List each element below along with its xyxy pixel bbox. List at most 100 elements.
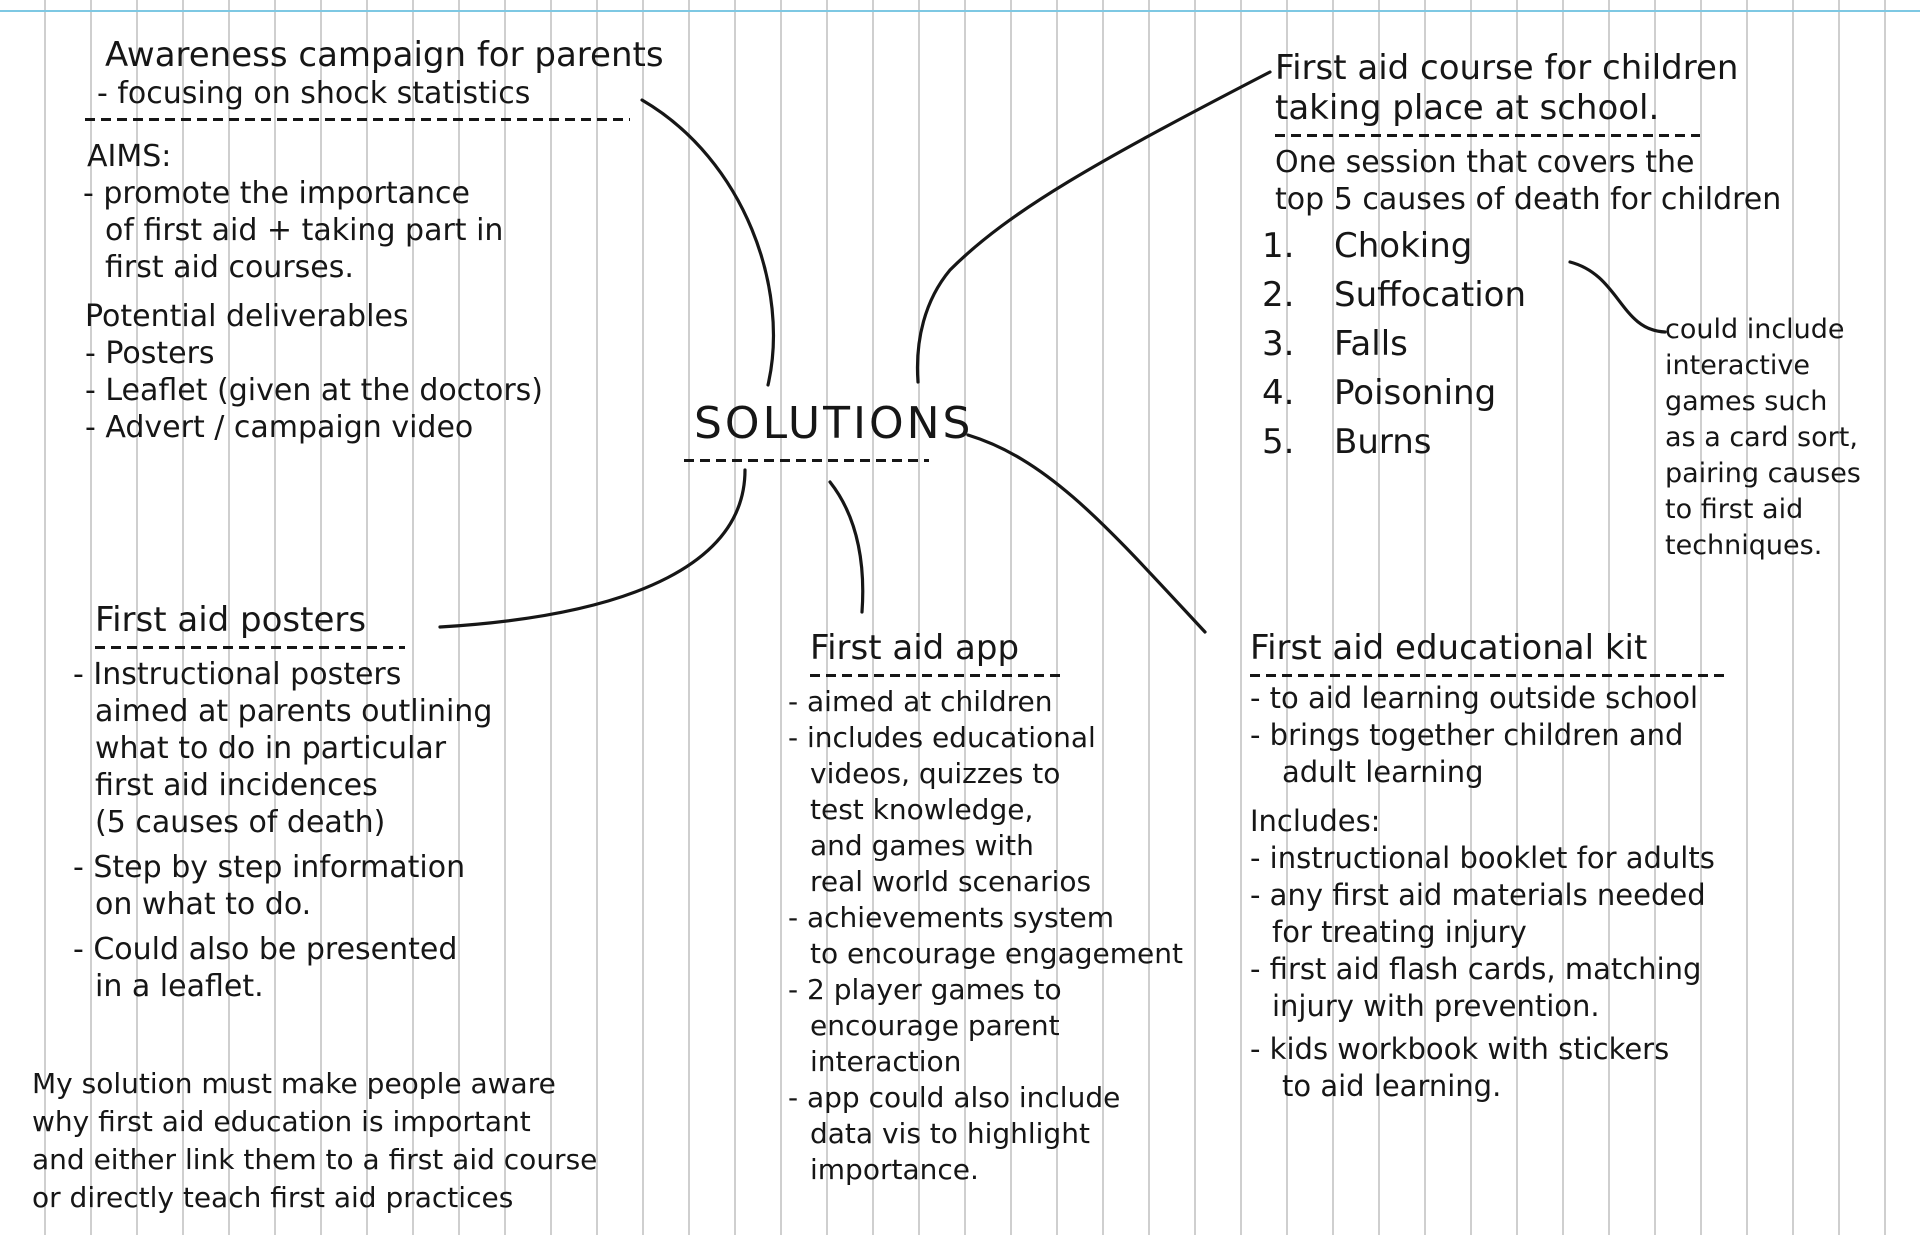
connector-posters — [438, 468, 747, 629]
cause-number: 2. — [1262, 275, 1295, 315]
posters-line: aimed at parents outlining — [95, 694, 493, 729]
conclusion-line: why first aid education is important — [32, 1105, 531, 1138]
cause-label: Poisoning — [1334, 373, 1497, 413]
awareness-subtitle: - focusing on shock statistics — [97, 76, 531, 111]
top-margin-line — [0, 10, 1920, 12]
kit-item: injury with prevention. — [1272, 989, 1600, 1023]
app-line: and games with — [810, 829, 1034, 862]
app-line: videos, quizzes to — [810, 757, 1061, 790]
kit-item: - any first aid materials needed — [1250, 878, 1706, 912]
aims-label: AIMS: — [87, 139, 172, 174]
deliverables-label: Potential deliverables — [85, 299, 409, 334]
course-underline — [1275, 130, 1700, 140]
kit-intro-line: - brings together children and — [1250, 718, 1684, 752]
cause-item: 3. Falls — [1262, 320, 1526, 369]
app-underline — [810, 670, 1060, 680]
aims-line: first aid courses. — [105, 250, 354, 285]
awareness-campaign-node: Awareness campaign for parents - focusin… — [83, 35, 664, 446]
cause-item: 5. Burns — [1262, 418, 1526, 467]
conclusion-line: and either link them to a first aid cour… — [32, 1143, 598, 1176]
connector-app — [828, 480, 865, 614]
app-line: importance. — [810, 1153, 979, 1186]
connector-course — [915, 70, 1272, 384]
posters-line: what to do in particular — [95, 731, 447, 766]
kit-item: to aid learning. — [1282, 1069, 1502, 1103]
app-line: - includes educational — [788, 721, 1096, 754]
awareness-title: Awareness campaign for parents — [105, 35, 664, 75]
side-note-line: games such — [1665, 386, 1828, 417]
causes-list: 1. Choking 2. Suffocation 3. Falls 4. Poison… — [1262, 222, 1526, 467]
cause-label: Suffocation — [1334, 275, 1527, 315]
app-line: to encourage engagement — [810, 937, 1183, 970]
kit-item: - first aid flash cards, matching — [1250, 952, 1702, 986]
deliverable-item: - Posters — [85, 336, 215, 371]
deliverable-item: - Leaflet (given at the doctors) — [85, 373, 544, 408]
includes-label: Includes: — [1250, 804, 1381, 838]
side-note-line: techniques. — [1665, 530, 1823, 561]
central-topic: SOLUTIONS — [684, 398, 974, 465]
first-aid-course-node: First aid course for children taking pla… — [1275, 48, 1781, 218]
conclusion-line: My solution must make people aware — [32, 1067, 556, 1100]
posters-line: - Could also be presented — [73, 932, 458, 967]
course-side-note: could include interactive games such as … — [1665, 312, 1861, 564]
app-line: real world scenarios — [810, 865, 1092, 898]
connector-kit — [966, 433, 1207, 634]
kit-intro-line: - to aid learning outside school — [1250, 681, 1699, 715]
cause-label: Falls — [1334, 324, 1408, 364]
central-underline — [684, 455, 929, 465]
kit-item: - instructional booklet for adults — [1250, 841, 1715, 875]
side-note-line: could include — [1665, 314, 1845, 345]
cause-item: 4. Poisoning — [1262, 369, 1526, 418]
conclusion-line: or directly teach first aid practices — [32, 1181, 514, 1214]
app-line: encourage parent — [810, 1009, 1060, 1042]
side-note-line: interactive — [1665, 350, 1810, 381]
app-title: First aid app — [810, 628, 1020, 668]
first-aid-app-node: First aid app - aimed at children - incl… — [788, 628, 1183, 1188]
aims-line: of first aid + taking part in — [105, 213, 504, 248]
aims-line: - promote the importance — [83, 176, 470, 211]
deliverable-item: - Advert / campaign video — [85, 410, 474, 445]
cause-item: 2. Suffocation — [1262, 271, 1526, 320]
app-line: test knowledge, — [810, 793, 1034, 826]
app-line: - 2 player games to — [788, 973, 1062, 1006]
side-note-line: as a card sort, — [1665, 422, 1858, 453]
cause-number: 4. — [1262, 373, 1295, 413]
kit-item: for treating injury — [1272, 915, 1527, 949]
posters-line: - Instructional posters — [73, 657, 402, 692]
first-aid-posters-node: First aid posters - Instructional poster… — [73, 600, 493, 1005]
posters-line: - Step by step information — [73, 850, 466, 885]
side-note-line: to first aid — [1665, 494, 1804, 525]
cause-number: 3. — [1262, 324, 1295, 364]
kit-intro-line: adult learning — [1282, 755, 1484, 789]
posters-line: on what to do. — [95, 887, 312, 922]
cause-label: Burns — [1334, 422, 1432, 462]
posters-title: First aid posters — [95, 600, 367, 640]
app-line: - app could also include — [788, 1081, 1121, 1114]
posters-underline — [95, 642, 405, 652]
posters-line: in a leaflet. — [95, 969, 264, 1004]
posters-line: (5 causes of death) — [95, 805, 386, 840]
course-title-line: taking place at school. — [1275, 88, 1660, 128]
central-topic-label: SOLUTIONS — [694, 398, 974, 449]
cause-number: 5. — [1262, 422, 1295, 462]
course-title-line: First aid course for children — [1275, 48, 1739, 88]
first-aid-kit-node: First aid educational kit - to aid learn… — [1250, 628, 1725, 1105]
kit-title: First aid educational kit — [1250, 628, 1648, 668]
cause-label: Choking — [1334, 226, 1473, 266]
cause-number: 1. — [1262, 226, 1295, 266]
kit-item: - kids workbook with stickers — [1250, 1032, 1670, 1066]
app-line: interaction — [810, 1045, 962, 1078]
connector-awareness — [640, 98, 776, 387]
cause-item: 1. Choking — [1262, 222, 1526, 271]
conclusion-note: My solution must make people aware why f… — [32, 1065, 597, 1217]
app-line: - aimed at children — [788, 685, 1053, 718]
course-intro-line: top 5 causes of death for children — [1275, 182, 1782, 217]
kit-underline — [1250, 670, 1725, 680]
app-line: data vis to highlight — [810, 1117, 1090, 1150]
side-note-line: pairing causes — [1665, 458, 1861, 489]
app-line: - achievements system — [788, 901, 1115, 934]
posters-line: first aid incidences — [95, 768, 378, 803]
course-intro-line: One session that covers the — [1275, 145, 1695, 180]
awareness-underline — [85, 114, 630, 124]
